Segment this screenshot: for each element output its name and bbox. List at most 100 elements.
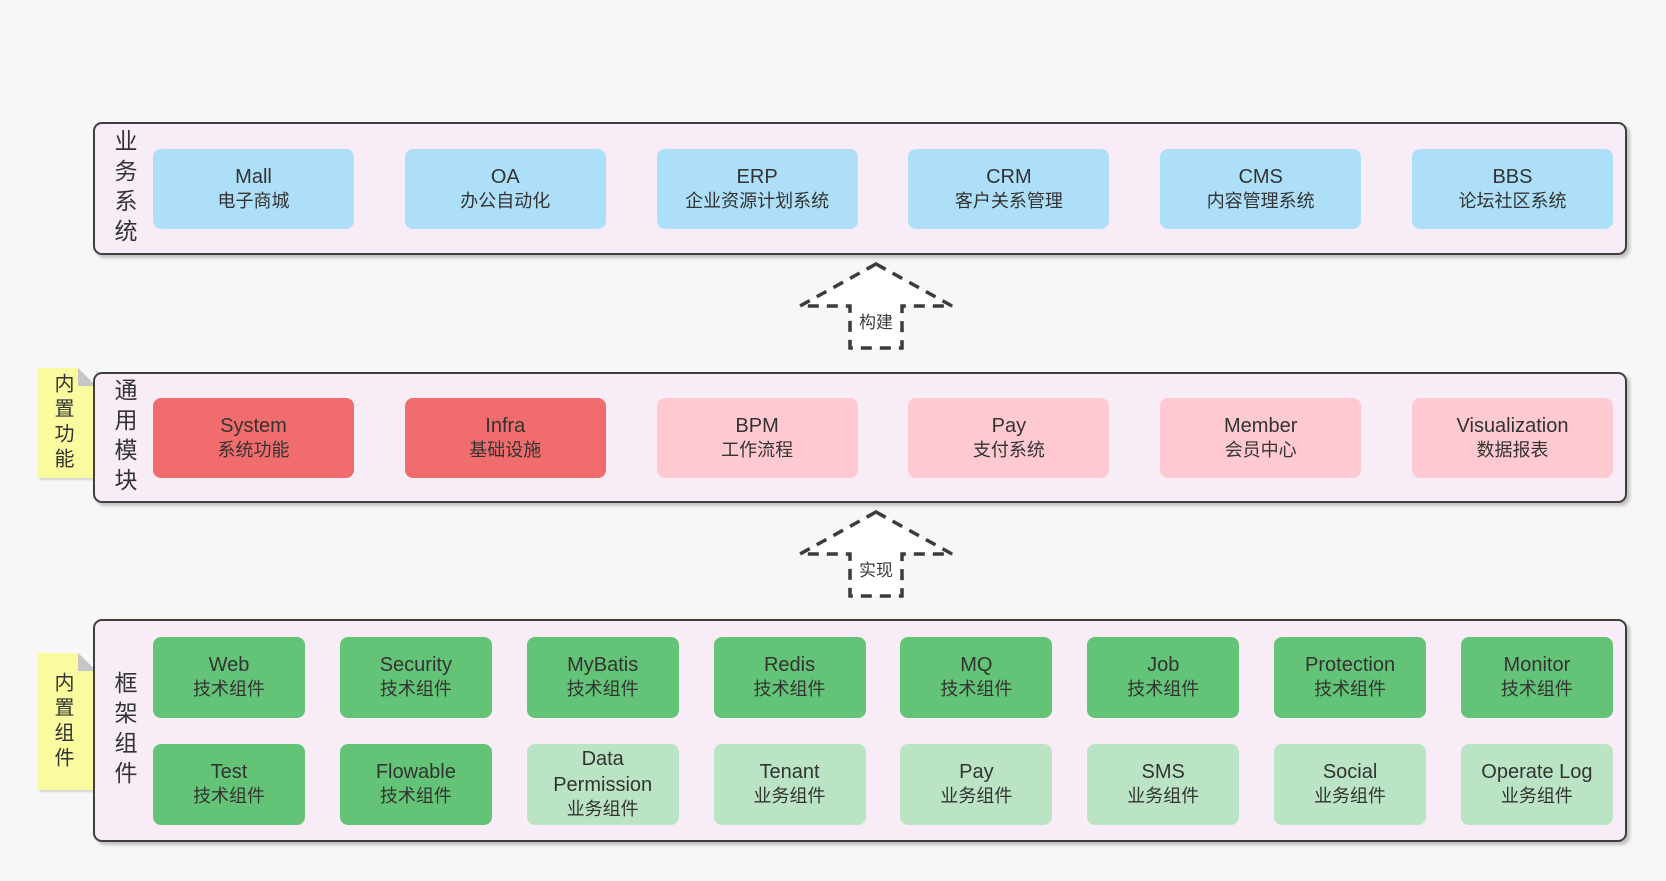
box-title: BBS xyxy=(1492,165,1533,188)
folded-corner-icon xyxy=(78,368,96,386)
box-title: SMS xyxy=(1141,761,1185,784)
box-title: Operate Log xyxy=(1481,761,1593,784)
box-cms: CMS 内容管理系统 xyxy=(1160,148,1362,229)
band-label-business-systems: 业务系统 xyxy=(111,128,137,249)
box-subtitle: 业务组件 xyxy=(1500,786,1573,807)
box-subtitle: 技术组件 xyxy=(193,679,265,700)
sticky-note-builtin-features: 内置功能 xyxy=(38,368,96,478)
box-tenant: Tenant 业务组件 xyxy=(713,743,866,825)
box-operate-log: Operate Log 业务组件 xyxy=(1460,743,1613,825)
box-title: Protection xyxy=(1305,654,1396,677)
box-title: BPM xyxy=(735,414,779,437)
box-subtitle: 技术组件 xyxy=(1127,679,1200,700)
box-title: Pay xyxy=(959,761,994,784)
box-mybatis: MyBatis 技术组件 xyxy=(526,636,679,718)
band-business-systems: 业务系统 Mall 电子商城 OA 办公自动化 ERP 企业资源计划系统 CRM… xyxy=(93,122,1627,255)
arrow-label-build: 构建 xyxy=(857,308,895,333)
box-subtitle: 技术组件 xyxy=(940,679,1013,700)
components-boxes-row-1: Web 技术组件 Security 技术组件 MyBatis 技术组件 Redi… xyxy=(153,636,1613,718)
box-subtitle: 工作流程 xyxy=(721,439,794,460)
box-subtitle: 业务组件 xyxy=(940,786,1013,807)
box-crm: CRM 客户关系管理 xyxy=(908,148,1110,229)
box-subtitle: 技术组件 xyxy=(1314,679,1387,700)
box-infra: Infra 基础设施 xyxy=(404,397,606,478)
arrow-up-build: 构建 xyxy=(796,260,956,352)
sticky-note-label: 内置功能 xyxy=(51,373,73,473)
box-subtitle: 业务组件 xyxy=(1314,786,1387,807)
box-subtitle: 技术组件 xyxy=(753,679,826,700)
box-title: Job xyxy=(1147,654,1180,677)
band-framework-components: 框架组件 Web 技术组件 Security 技术组件 MyBatis 技术组件… xyxy=(93,619,1627,842)
business-boxes-row: Mall 电子商城 OA 办公自动化 ERP 企业资源计划系统 CRM 客户关系… xyxy=(153,148,1613,229)
box-subtitle: 技术组件 xyxy=(379,786,452,807)
box-title: Social xyxy=(1322,761,1378,784)
components-boxes-row-2: Test 技术组件 Flowable 技术组件 Data Permission … xyxy=(153,743,1613,825)
box-monitor: Monitor 技术组件 xyxy=(1460,636,1613,718)
box-title: ERP xyxy=(736,165,778,188)
box-title: Tenant xyxy=(759,761,820,784)
box-title: Member xyxy=(1224,414,1298,437)
box-visualization: Visualization 数据报表 xyxy=(1411,397,1613,478)
box-subtitle: 技术组件 xyxy=(379,679,452,700)
box-subtitle: 办公自动化 xyxy=(460,190,551,211)
box-subtitle: 技术组件 xyxy=(566,679,639,700)
folded-corner-icon xyxy=(78,653,96,671)
box-subtitle: 数据报表 xyxy=(1476,439,1549,460)
modules-boxes-row: System 系统功能 Infra 基础设施 BPM 工作流程 Pay 支付系统… xyxy=(153,397,1613,478)
box-bbs: BBS 论坛社区系统 xyxy=(1411,148,1613,229)
box-protection: Protection 技术组件 xyxy=(1274,636,1427,718)
box-title: Visualization xyxy=(1456,414,1569,437)
box-web: Web 技术组件 xyxy=(153,636,305,718)
dashed-up-arrow-icon xyxy=(799,510,953,598)
box-subtitle: 客户关系管理 xyxy=(954,190,1063,211)
box-subtitle: 技术组件 xyxy=(193,786,265,807)
box-pay: Pay 业务组件 xyxy=(900,743,1053,825)
arrow-label-implement: 实现 xyxy=(857,556,895,581)
band-label-common-modules: 通用模块 xyxy=(111,377,137,498)
sticky-note-builtin-components: 内置组件 xyxy=(38,653,96,790)
box-title: Infra xyxy=(485,414,526,437)
box-job: Job 技术组件 xyxy=(1087,636,1240,718)
box-title: CMS xyxy=(1238,165,1283,188)
box-subtitle: 业务组件 xyxy=(1127,786,1200,807)
box-title: System xyxy=(220,414,287,437)
box-title: MyBatis xyxy=(567,654,639,677)
box-security: Security 技术组件 xyxy=(339,636,492,718)
box-mq: MQ 技术组件 xyxy=(900,636,1053,718)
box-subtitle: 论坛社区系统 xyxy=(1458,190,1567,211)
box-title: Web xyxy=(208,654,250,677)
box-member: Member 会员中心 xyxy=(1160,397,1362,478)
box-subtitle: 基础设施 xyxy=(469,439,542,460)
sticky-note-label: 内置组件 xyxy=(51,671,73,772)
box-flowable: Flowable 技术组件 xyxy=(339,743,492,825)
box-title: Data Permission xyxy=(553,748,653,797)
box-subtitle: 业务组件 xyxy=(753,786,826,807)
box-oa: OA 办公自动化 xyxy=(404,148,606,229)
box-subtitle: 支付系统 xyxy=(972,439,1045,460)
box-subtitle: 系统功能 xyxy=(217,439,290,460)
box-subtitle: 电子商城 xyxy=(217,190,290,211)
dashed-up-arrow-icon xyxy=(799,262,953,350)
box-title: Redis xyxy=(763,654,816,677)
box-pay: Pay 支付系统 xyxy=(908,397,1110,478)
box-title: MQ xyxy=(960,654,993,677)
box-bpm: BPM 工作流程 xyxy=(656,397,858,478)
box-test: Test 技术组件 xyxy=(153,743,305,825)
box-title: Flowable xyxy=(375,761,456,784)
box-title: Test xyxy=(210,761,248,784)
box-redis: Redis 技术组件 xyxy=(713,636,866,718)
box-title: Security xyxy=(379,654,452,677)
box-subtitle: 会员中心 xyxy=(1224,439,1297,460)
box-subtitle: 技术组件 xyxy=(1500,679,1573,700)
box-subtitle: 企业资源计划系统 xyxy=(685,190,830,211)
band-common-modules: 通用模块 System 系统功能 Infra 基础设施 BPM 工作流程 Pay… xyxy=(93,372,1627,503)
box-subtitle: 内容管理系统 xyxy=(1206,190,1315,211)
box-title: Pay xyxy=(991,414,1027,437)
box-data-permission: Data Permission 业务组件 xyxy=(526,743,679,825)
band-label-framework-components: 框架组件 xyxy=(111,670,137,791)
box-title: Monitor xyxy=(1503,654,1571,677)
box-mall: Mall 电子商城 xyxy=(153,148,354,229)
box-title: OA xyxy=(490,165,520,188)
arrow-up-implement: 实现 xyxy=(796,508,956,600)
